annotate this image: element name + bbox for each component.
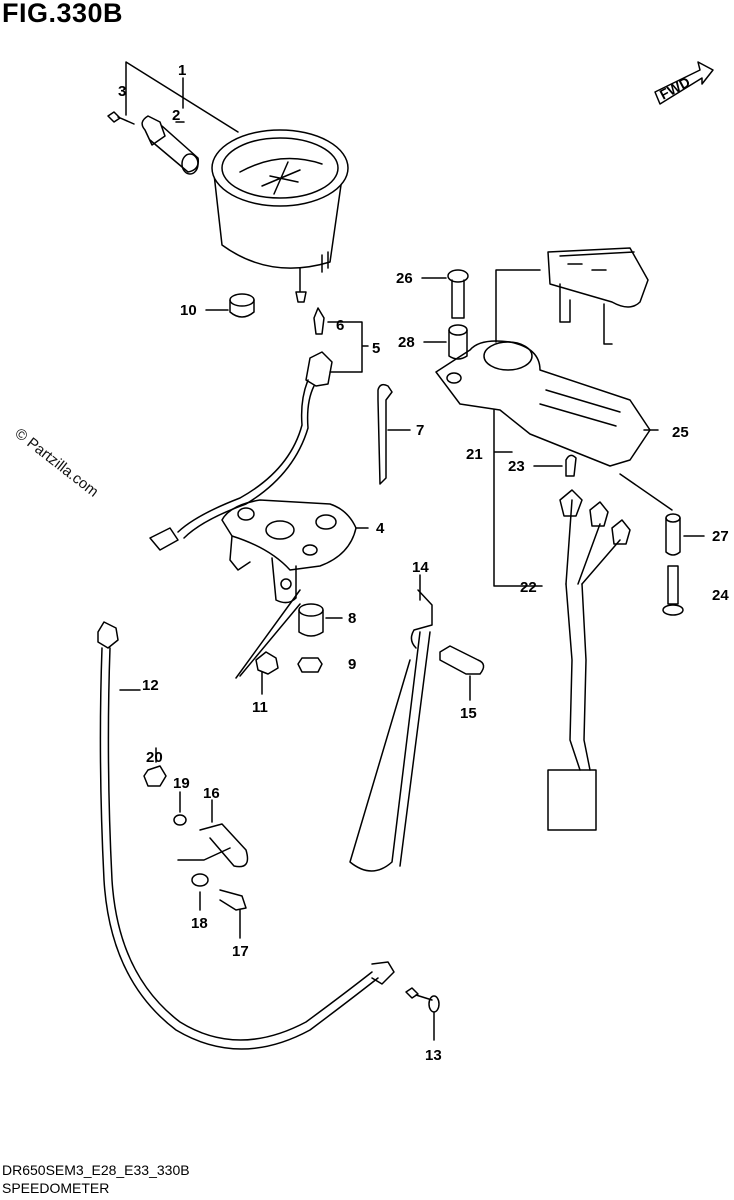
callout-5: 5 <box>372 340 380 357</box>
bracket-4 <box>221 499 357 604</box>
callout-18: 18 <box>191 915 208 932</box>
screw-26 <box>447 269 469 319</box>
washer-19 <box>173 814 187 826</box>
callout-20: 20 <box>146 749 163 766</box>
cable-adaptor <box>141 115 200 175</box>
bulb-6 <box>313 307 325 335</box>
bolt-17 <box>219 889 247 911</box>
fwd-arrow-icon: FWD <box>654 61 714 105</box>
callout-4: 4 <box>376 520 385 537</box>
section-name: SPEEDOMETER <box>2 1180 110 1196</box>
callout-7: 7 <box>416 422 424 439</box>
callout-19: 19 <box>173 775 190 792</box>
screw-3 <box>107 111 135 125</box>
callout-8: 8 <box>348 610 356 627</box>
figure-title: FIG.330B <box>2 0 124 28</box>
guide-14 <box>349 589 433 872</box>
callout-10: 10 <box>180 302 197 319</box>
callout-15: 15 <box>460 705 477 722</box>
grommet-10 <box>229 293 255 318</box>
callout-22: 22 <box>520 579 537 596</box>
nut-9 <box>297 657 323 673</box>
callout-9: 9 <box>348 656 356 673</box>
screw-24 <box>662 565 684 616</box>
bolt-11 <box>255 651 279 695</box>
spacer-28 <box>448 324 468 360</box>
indicator-unit-25 <box>435 247 651 467</box>
callout-6: 6 <box>336 317 344 334</box>
callout-14: 14 <box>412 559 429 576</box>
callout-21: 21 <box>466 446 483 463</box>
callout-3: 3 <box>118 83 126 100</box>
harness-22 <box>547 489 631 831</box>
callout-23: 23 <box>508 458 525 475</box>
callout-2: 2 <box>172 107 180 124</box>
callout-13: 13 <box>425 1047 442 1064</box>
clamp-16 <box>199 823 249 868</box>
callout-11: 11 <box>252 699 268 716</box>
callout-16: 16 <box>203 785 220 802</box>
washer-18 <box>191 873 209 887</box>
damper-8 <box>298 603 324 637</box>
callout-24: 24 <box>712 587 729 604</box>
socket-wire-5 <box>149 351 333 551</box>
speedometer-cable-12 <box>97 621 395 1050</box>
bulb-23 <box>565 454 577 477</box>
model-code: DR650SEM3_E28_E33_330B <box>2 1162 190 1178</box>
callout-25: 25 <box>672 424 689 441</box>
nut-20 <box>143 765 167 787</box>
screw-13 <box>405 987 440 1013</box>
callout-28: 28 <box>398 334 415 351</box>
speedometer-gauge <box>211 129 349 303</box>
callout-27: 27 <box>712 528 729 545</box>
clamp-7 <box>377 383 393 485</box>
fwd-label: FWD <box>657 74 693 103</box>
spacer-27 <box>665 513 681 556</box>
callout-1: 1 <box>178 62 186 79</box>
callout-12: 12 <box>142 677 159 694</box>
callout-17: 17 <box>232 943 249 960</box>
callout-26: 26 <box>396 270 413 287</box>
bolt-15 <box>439 645 485 675</box>
